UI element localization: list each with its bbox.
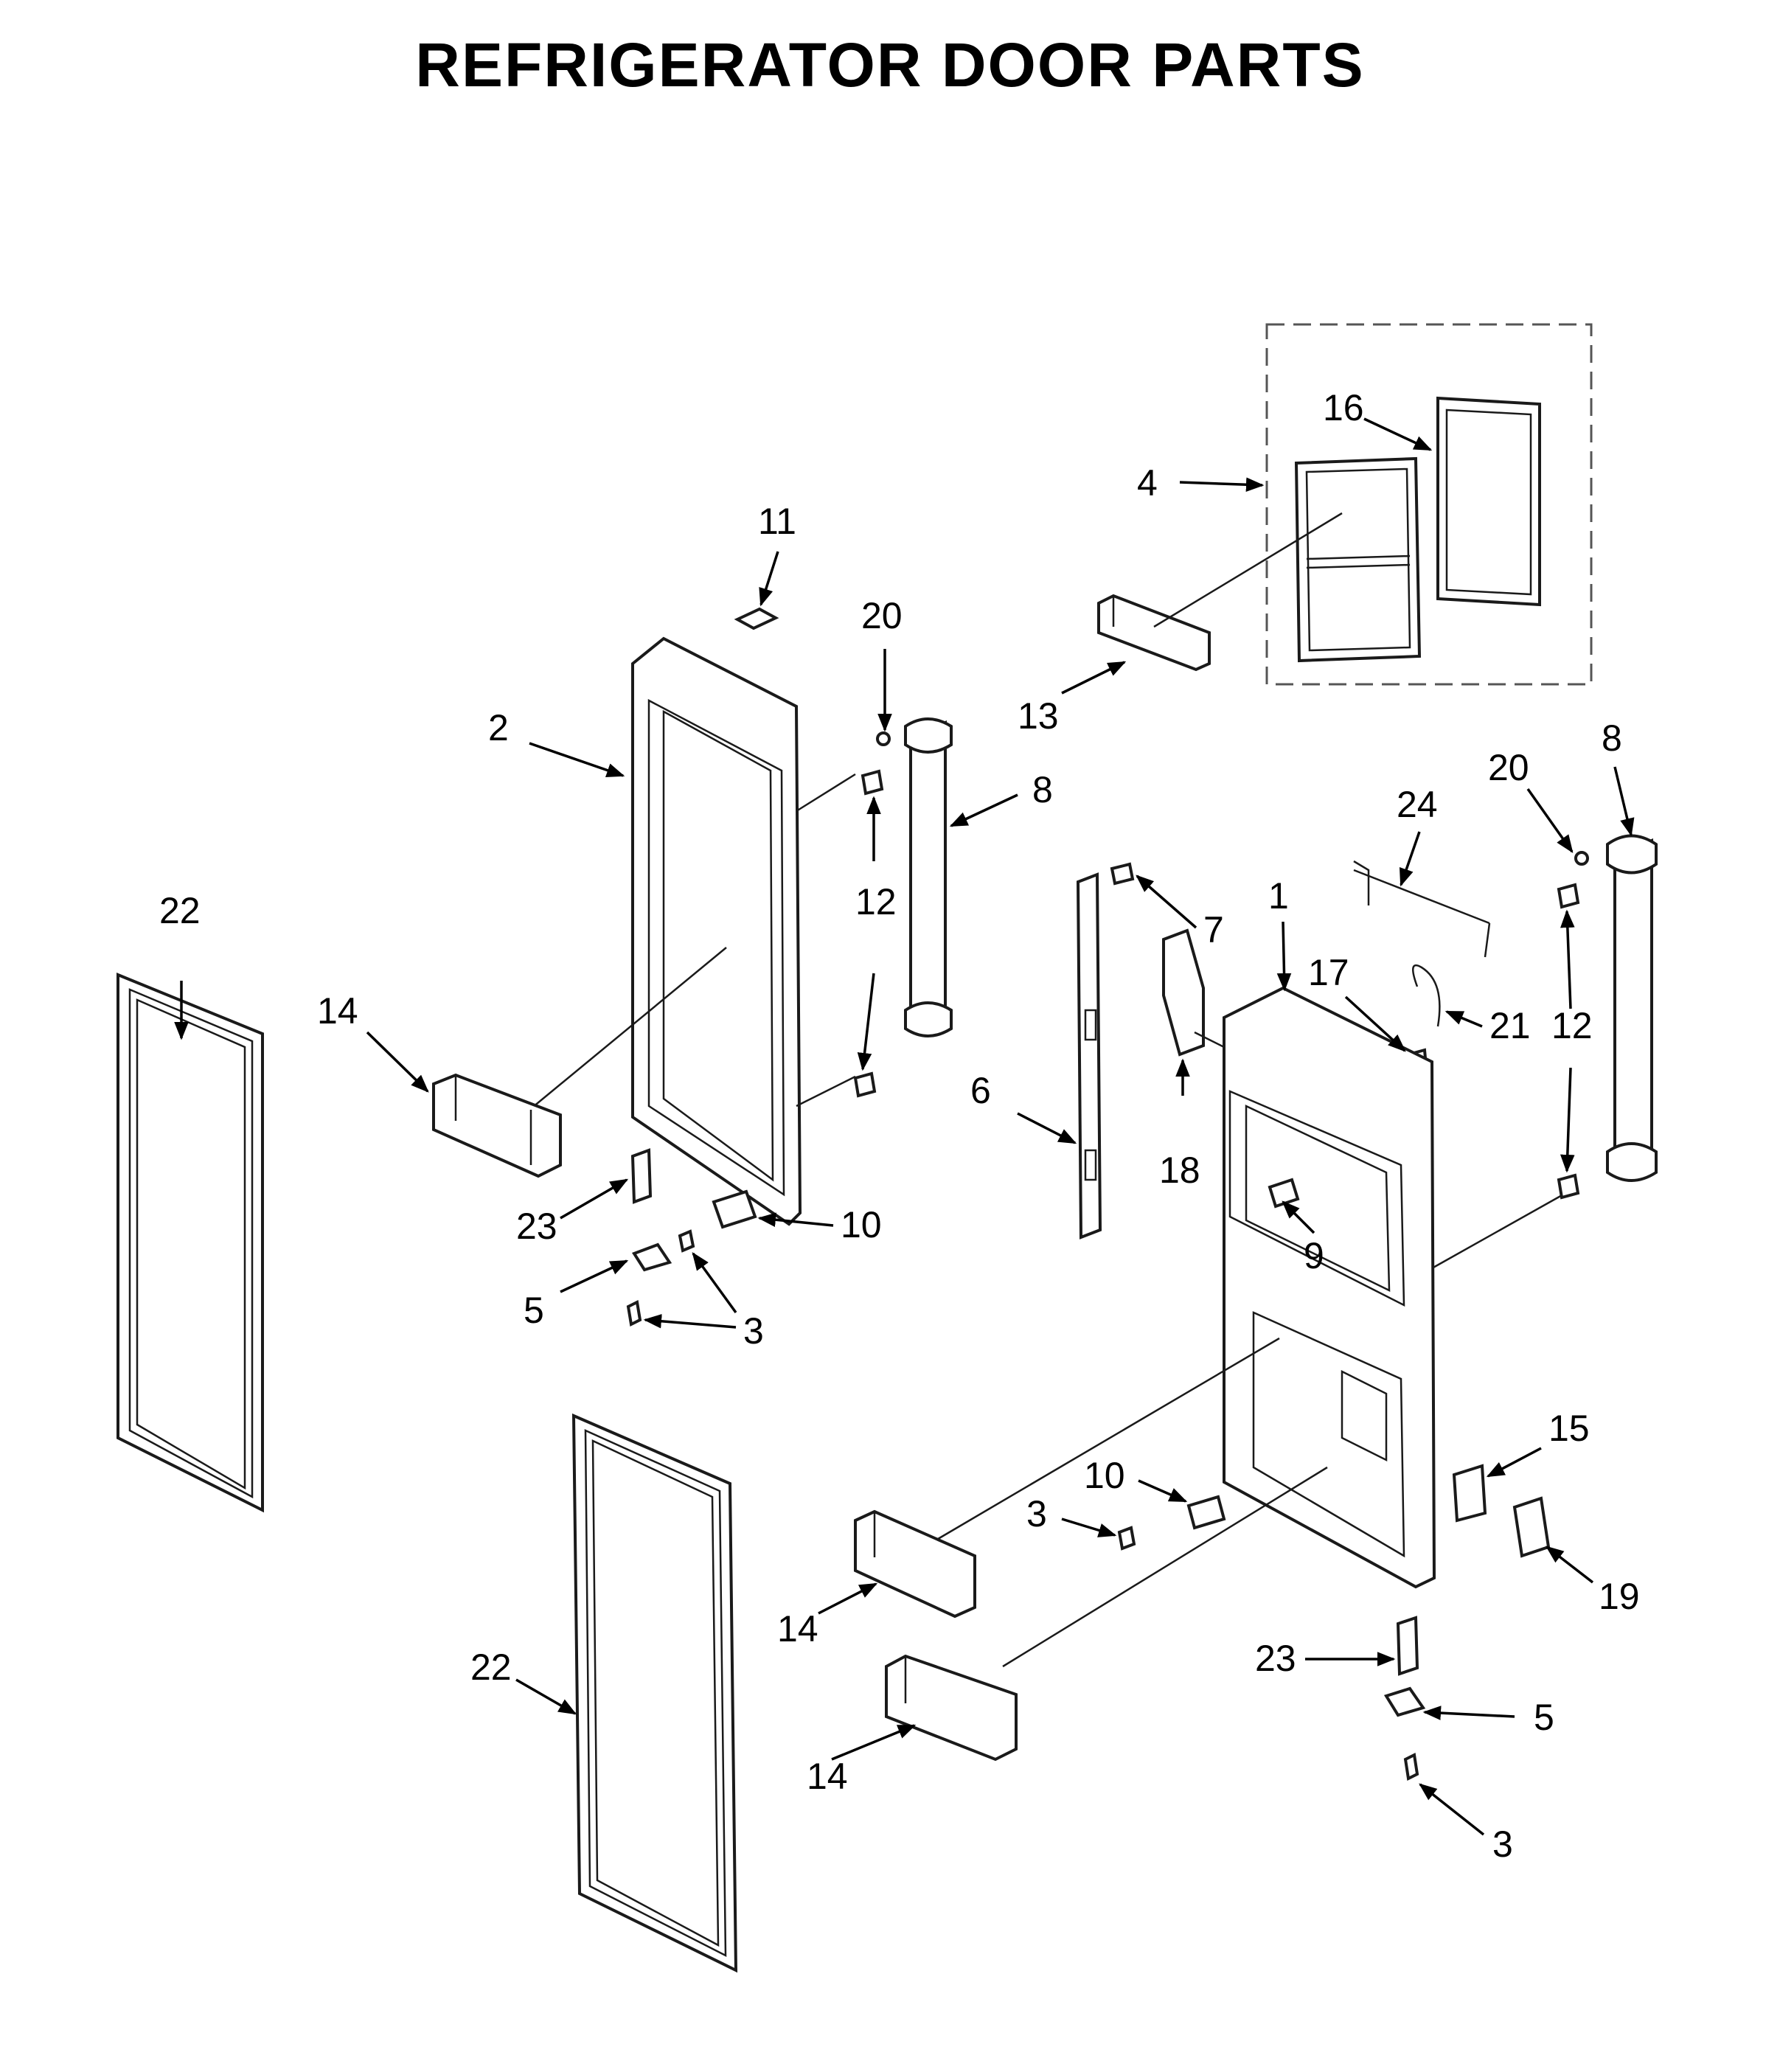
part-12-left-top (861, 769, 884, 796)
callout-23: 23 (516, 1206, 557, 1247)
callout-22: 22 (470, 1647, 512, 1688)
callout-2: 2 (488, 707, 509, 748)
callout-20: 20 (1488, 747, 1529, 788)
part-6-mullion (1076, 872, 1102, 1240)
part-13-bin (1097, 512, 1343, 672)
part-20-right (1574, 851, 1589, 866)
callout-21: 21 (1489, 1005, 1531, 1046)
callout-7: 7 (1203, 909, 1224, 950)
callout-24: 24 (1397, 784, 1438, 825)
callout-14: 14 (317, 990, 358, 1032)
callout-13: 13 (1018, 695, 1059, 737)
page-title: REFRIGERATOR DOOR PARTS (415, 30, 1365, 100)
callout-3: 3 (1026, 1493, 1047, 1534)
assembly-group-box (1265, 323, 1593, 686)
part-12-left-bottom (853, 1071, 877, 1098)
callout-19: 19 (1599, 1576, 1640, 1617)
part-20-left (876, 731, 891, 746)
part-3-right (1403, 1752, 1419, 1781)
part-14-bin-left (432, 1073, 562, 1178)
callout-22: 22 (159, 890, 201, 931)
part-11-pad (734, 607, 779, 630)
callout-9: 9 (1304, 1235, 1324, 1276)
part-24-harness (1353, 860, 1491, 958)
part-23-right (1396, 1616, 1419, 1676)
part-3-middle (1117, 1526, 1136, 1551)
callout-14: 14 (807, 1756, 848, 1797)
part-22-left-gasket (117, 973, 264, 1513)
callout-12: 12 (855, 881, 897, 922)
part-3-left-a (678, 1229, 695, 1253)
callout-5: 5 (524, 1290, 544, 1331)
part-14-bin-middle (854, 1509, 976, 1619)
part-5-left (631, 1242, 672, 1272)
callout-12: 12 (1551, 1005, 1593, 1046)
callout-3: 3 (743, 1310, 764, 1352)
callout-8: 8 (1602, 717, 1622, 759)
part-19-cap (1512, 1496, 1551, 1558)
callout-10: 10 (1084, 1455, 1125, 1496)
part-8-right-handle (1606, 834, 1658, 1182)
part-21-tube (1412, 964, 1441, 1027)
callout-15: 15 (1548, 1408, 1590, 1449)
part-12-right-top (1557, 883, 1580, 909)
callout-23: 23 (1255, 1638, 1296, 1679)
callout-18: 18 (1159, 1150, 1200, 1191)
part-16-gasket (1436, 396, 1541, 607)
callout-16: 16 (1323, 387, 1364, 428)
callout-labels: 11 20 2 8 12 22 14 23 10 5 3 16 4 13 20 … (159, 387, 1640, 1865)
callout-5: 5 (1534, 1697, 1554, 1738)
part-14-bin-lower (885, 1654, 1018, 1762)
part-9-latch (1268, 1178, 1300, 1209)
callout-10: 10 (841, 1204, 882, 1245)
callout-11: 11 (758, 501, 796, 542)
part-8-left-handle (904, 717, 953, 1037)
part-10-right (1186, 1495, 1226, 1530)
leader-lines (174, 417, 1635, 1836)
part-22-right-gasket (571, 1413, 738, 1973)
callout-20: 20 (861, 595, 903, 636)
part-7-screw (1110, 862, 1135, 886)
callout-3: 3 (1492, 1824, 1513, 1865)
part-12-right-bottom (1557, 1173, 1580, 1200)
callout-1: 1 (1268, 875, 1289, 917)
part-3-left-b (626, 1300, 642, 1327)
part-15-frame (1452, 1464, 1487, 1523)
part-18-control (1162, 928, 1205, 1057)
part-2-left-door-liner (515, 636, 856, 1226)
part-5-right (1383, 1686, 1426, 1717)
callout-4: 4 (1137, 462, 1158, 504)
part-4-cover (1294, 456, 1422, 663)
callout-17: 17 (1308, 952, 1349, 993)
callout-14: 14 (777, 1608, 818, 1649)
part-10-left (712, 1189, 757, 1229)
callout-8: 8 (1032, 769, 1053, 810)
callout-6: 6 (970, 1070, 991, 1111)
part-1-right-door (921, 986, 1564, 1668)
part-23-left (630, 1148, 653, 1204)
